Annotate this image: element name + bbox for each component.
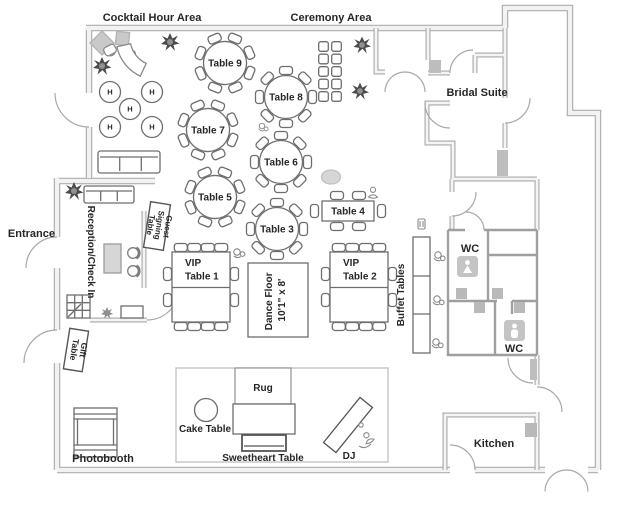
hightop-tables[interactable]	[98, 80, 164, 139]
plant-icon	[64, 181, 85, 201]
hall-corridor-door	[451, 191, 477, 217]
entrance-door-upper	[25, 236, 58, 269]
buffet-tables-label: Buffet Tables	[396, 263, 407, 326]
rug[interactable]	[234, 367, 292, 405]
entrance-door-lower	[23, 329, 58, 364]
man-wc-icon	[504, 320, 525, 341]
bridal-double-door	[384, 71, 426, 93]
shelf[interactable]	[66, 294, 91, 319]
sofa[interactable]	[97, 150, 161, 174]
wc-upper-label: WC	[461, 243, 479, 255]
kitchen-label: Kitchen	[474, 438, 515, 450]
table-4-label: Table 4	[331, 207, 365, 218]
office-chair-icon[interactable]	[126, 246, 141, 260]
kitchen-door	[449, 444, 476, 471]
vip-table-2-label: VIP Table 2	[343, 258, 377, 283]
dance-floor-label: Dance Floor 10'1" x 8'	[264, 270, 288, 331]
sweetheart-table-label: Sweetheart Table	[222, 453, 304, 464]
buffet-tables[interactable]	[412, 236, 431, 354]
trash-icon	[417, 218, 426, 230]
woman-wc-icon	[457, 256, 478, 277]
table-3-label: Table 3	[260, 225, 294, 236]
dj-table[interactable]	[322, 396, 374, 454]
cake-table[interactable]	[193, 397, 219, 423]
wc-walls	[446, 228, 539, 357]
reception-desk[interactable]	[103, 243, 122, 274]
corridor-kitchen-door	[536, 386, 563, 413]
svg-text:H: H	[149, 123, 154, 132]
table-5-label: Table 5	[198, 193, 232, 204]
gift-table-label: Gift	[77, 342, 89, 358]
bridal-closet-door	[449, 49, 474, 74]
wc-fixtures	[456, 288, 525, 313]
hightop-labels: H H H H H	[107, 88, 154, 132]
doodles	[231, 122, 446, 449]
svg-text:H: H	[107, 88, 112, 97]
svg-text:Guest Signing: Guest Signing Table	[144, 209, 175, 244]
vip-table-1-label: VIP Table 1	[185, 258, 219, 283]
door-panels	[429, 60, 537, 380]
pouf[interactable]	[320, 169, 342, 185]
entrance-label: Entrance	[8, 228, 55, 240]
svg-text:H: H	[149, 88, 154, 97]
cart-icon	[231, 246, 246, 260]
dishes-icon	[258, 122, 269, 132]
dj-person-icon	[358, 422, 376, 449]
ceremony-area-label: Ceremony Area	[291, 12, 373, 24]
vip-table-2[interactable]	[322, 244, 397, 331]
svg-text:H: H	[107, 123, 112, 132]
sweetheart-table[interactable]	[232, 403, 296, 435]
bar-counter[interactable]	[116, 43, 148, 77]
wc-hall-door	[507, 357, 534, 384]
table-7-label: Table 7	[191, 126, 225, 137]
wc-top-door	[465, 211, 485, 231]
door-arcs[interactable]	[23, 49, 589, 492]
reception-label: Reception/Check In	[85, 206, 96, 299]
photobooth-label: Photobooth	[72, 453, 134, 465]
office-chair-icon[interactable]	[126, 264, 141, 278]
guest-signing-label: Guest	[161, 215, 173, 239]
food-icon	[432, 295, 445, 306]
gray-square-decor[interactable]	[114, 30, 131, 47]
guest-signing-table[interactable]: Guest Signing Table	[142, 200, 176, 252]
food-icon	[433, 251, 446, 262]
wc-lower-label: WC	[505, 343, 523, 355]
table-6-label: Table 6	[264, 158, 298, 169]
corridor-east-door	[504, 97, 531, 124]
kitchen-appliance	[525, 423, 537, 437]
food-icon	[431, 338, 444, 349]
photobooth[interactable]	[73, 407, 118, 458]
svg-text:H: H	[127, 105, 132, 114]
person-icon	[367, 186, 379, 199]
dance-floor[interactable]	[247, 262, 309, 338]
sweetheart-bench[interactable]	[241, 434, 287, 452]
bridal-lower-door	[424, 102, 451, 129]
gift-table[interactable]: Gift Table	[62, 327, 91, 373]
cocktail-area-label: Cocktail Hour Area	[103, 12, 203, 24]
svg-text:Gift Table: Gift Table	[68, 338, 90, 363]
bench[interactable]	[83, 185, 135, 204]
table-9-label: Table 9	[208, 59, 242, 70]
rear-double-door	[544, 469, 589, 492]
dj-label: DJ	[343, 451, 356, 462]
bridal-suite-label: Bridal Suite	[446, 87, 507, 99]
table-8-label: Table 8	[269, 93, 303, 104]
exterior-walls	[53, 4, 602, 474]
ceremony-chairs[interactable]	[318, 41, 342, 102]
rug-label: Rug	[253, 383, 272, 394]
table-4[interactable]	[309, 190, 387, 232]
cocktail-side-door	[54, 92, 90, 128]
interior-walls	[90, 28, 540, 470]
cake-table-label: Cake Table	[179, 424, 231, 435]
vip-table-1[interactable]	[164, 244, 239, 331]
small-plant-icon	[100, 306, 114, 320]
side-table[interactable]	[120, 305, 144, 319]
